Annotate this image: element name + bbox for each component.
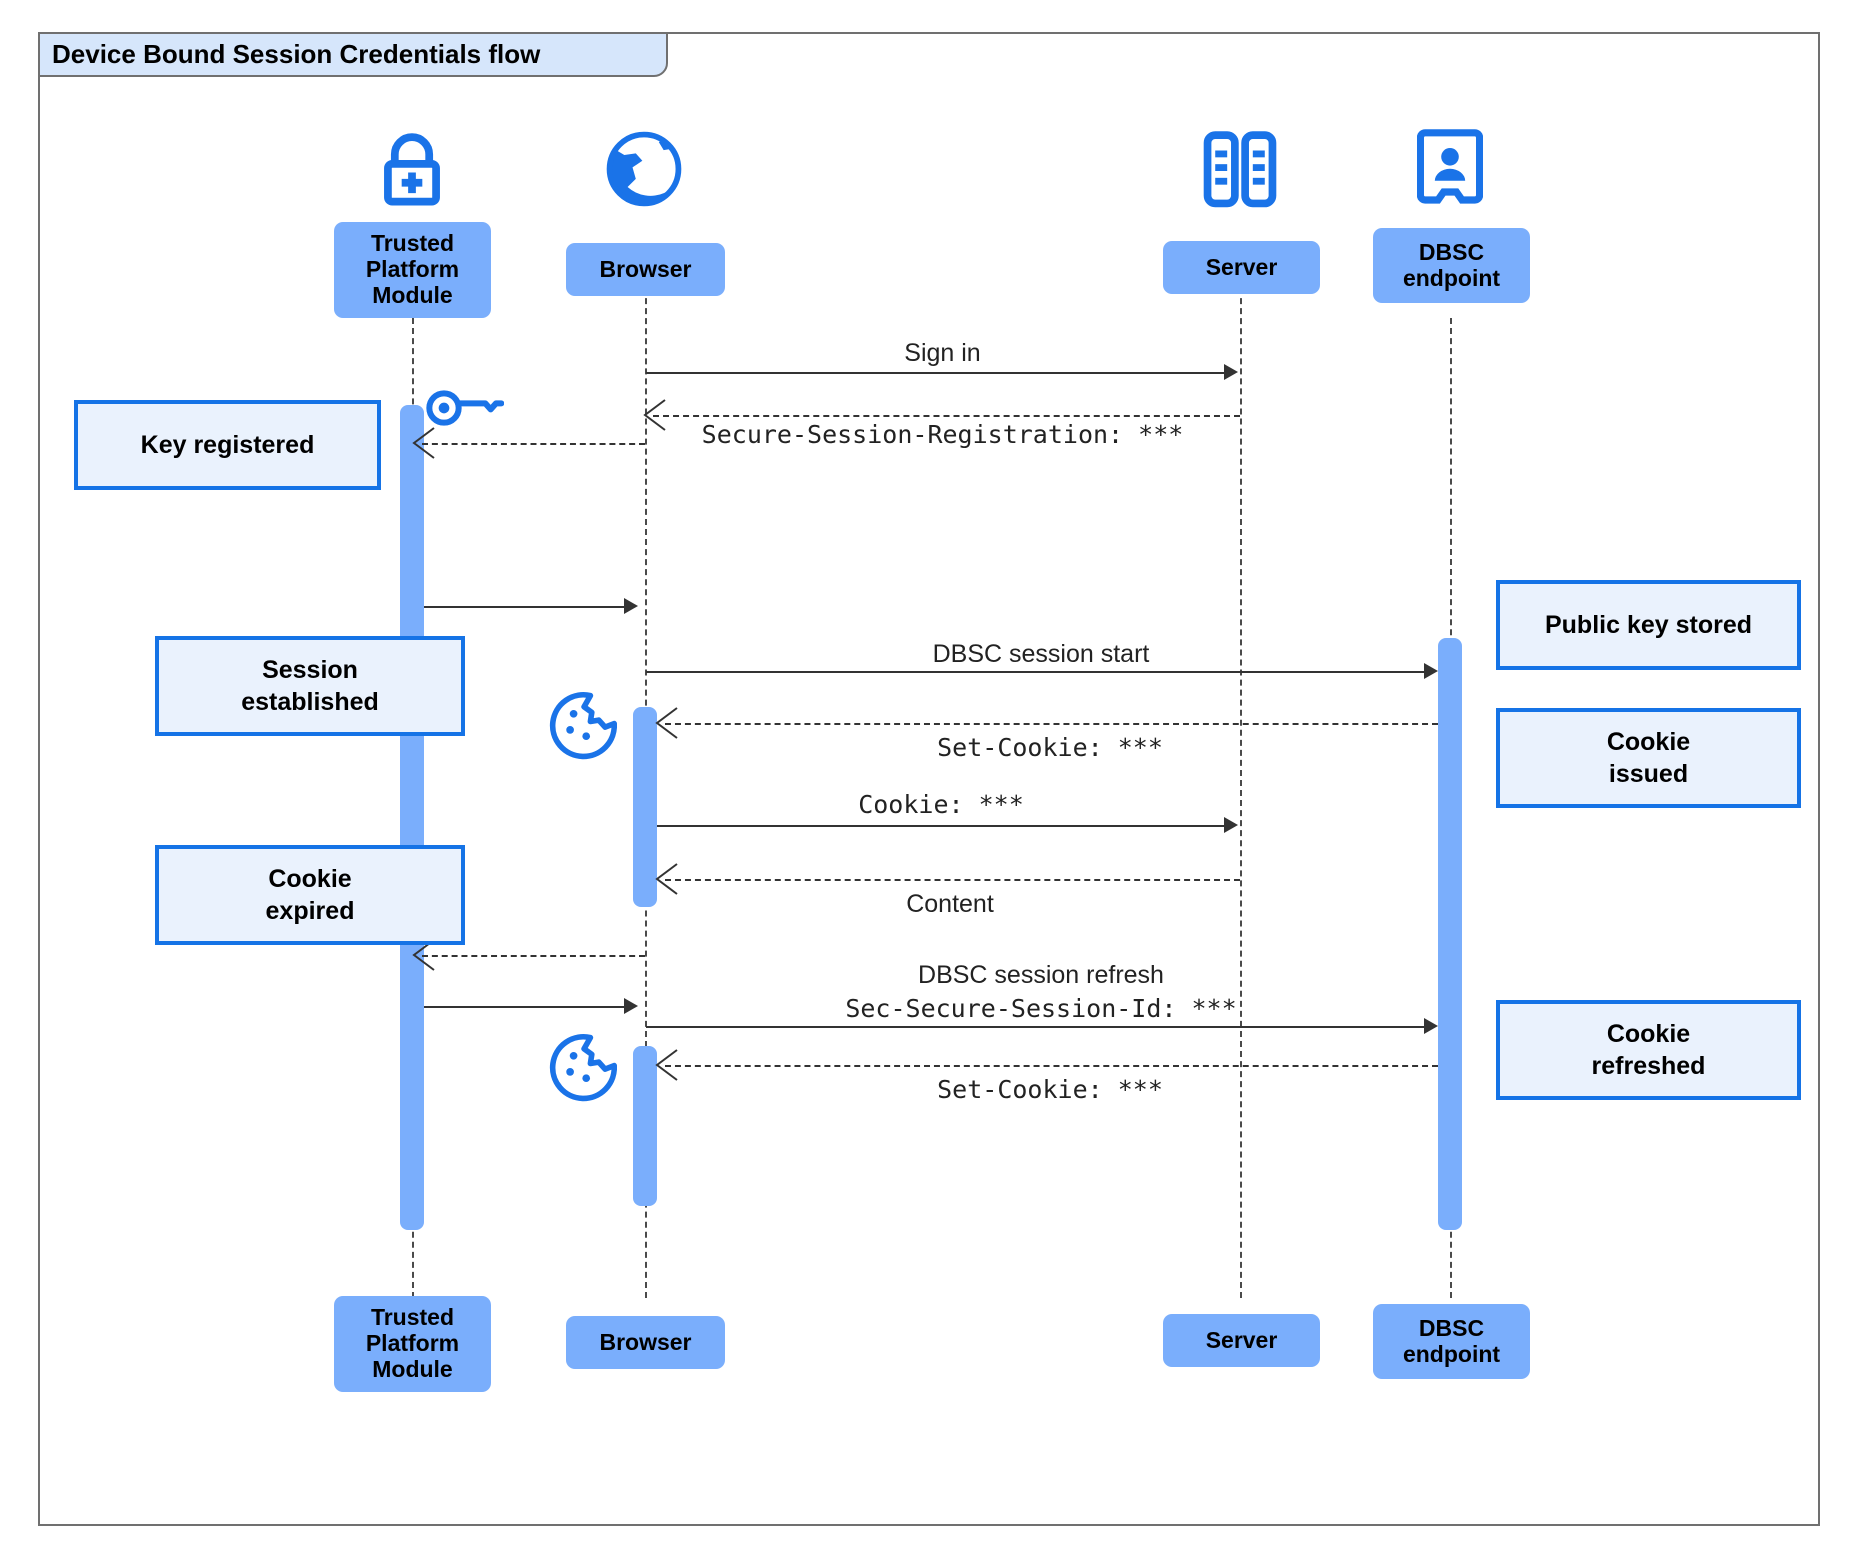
message-arrowhead-secure-session-registration (643, 399, 666, 431)
participant-server-bottom[interactable]: Server (1163, 1314, 1320, 1367)
activation-bar-tpm (400, 405, 424, 1230)
note-cookie-issued-line2: issued (1608, 760, 1689, 788)
note-cookie-issued: Cookie issued (1496, 708, 1801, 808)
note-cookie-expired: Cookie expired (155, 845, 465, 945)
message-label-dbsc-session-refresh: DBSC session refresh (918, 961, 1164, 989)
participant-server-top[interactable]: Server (1163, 241, 1320, 294)
message-line-key-back (424, 606, 624, 608)
message-arrowhead-dbsc-session-start (1424, 663, 1438, 679)
participant-browser-top-label: Browser (599, 255, 692, 282)
message-arrowhead-content (655, 863, 678, 895)
message-arrowhead-cookie (1224, 817, 1238, 833)
message-label-set-cookie-1: Set-Cookie: *** (937, 733, 1163, 762)
message-line-refresh-sign (424, 1006, 624, 1008)
note-cookie-expired-line2: expired (265, 897, 355, 925)
message-label-dbsc-session-start: DBSC session start (932, 640, 1150, 668)
key-icon (424, 382, 505, 434)
note-cookie-refreshed-line1: Cookie (1606, 1020, 1691, 1048)
message-arrowhead-set-cookie-1 (655, 707, 678, 739)
message-label-sign-in: Sign in (904, 339, 981, 367)
message-line-cookie (657, 825, 1224, 827)
note-session-established-line2: established (241, 688, 379, 716)
message-label-secure-session-registration: Secure-Session-Registration: *** (701, 420, 1184, 449)
note-public-key-stored-label: Public key stored (1544, 611, 1753, 639)
note-cookie-refreshed-line2: refreshed (1591, 1052, 1706, 1080)
message-label-cookie: Cookie: *** (858, 790, 1024, 819)
message-line-sign-in (646, 372, 1224, 374)
activation-bar-browser-1 (633, 707, 657, 907)
message-arrowhead-register-key (412, 427, 435, 459)
message-arrowhead-refresh-sign (624, 998, 638, 1014)
lifeline-server (1240, 278, 1242, 1298)
id-badge-icon (1416, 128, 1484, 208)
participant-browser-top[interactable]: Browser (566, 243, 725, 296)
message-line-dbsc-session-refresh (646, 1026, 1424, 1028)
message-arrowhead-key-back (624, 598, 638, 614)
message-line-cookie-expired-notify (422, 955, 645, 957)
note-key-registered-label: Key registered (140, 431, 315, 459)
note-public-key-stored: Public key stored (1496, 580, 1801, 670)
cookie-icon (547, 690, 618, 760)
note-session-established: Session established (155, 636, 465, 736)
participant-server-top-label: Server (1205, 253, 1278, 280)
frame-title-tab: Device Bound Session Credentials flow (38, 32, 668, 77)
server-racks-icon (1197, 130, 1283, 212)
note-cookie-expired-line1: Cookie (268, 865, 352, 893)
message-label-sec-secure-session-id: Sec-Secure-Session-Id: *** (845, 994, 1237, 1023)
message-line-set-cookie-2 (665, 1065, 1438, 1067)
frame-title-text: Device Bound Session Credentials flow (52, 39, 541, 69)
note-session-established-line1: Session (262, 656, 358, 684)
participant-browser-bottom[interactable]: Browser (566, 1316, 725, 1369)
note-cookie-refreshed: Cookie refreshed (1496, 1000, 1801, 1100)
message-line-register-key (422, 443, 645, 445)
message-line-content (665, 879, 1240, 881)
note-cookie-issued-line1: Cookie (1606, 728, 1691, 756)
participant-server-bottom-label: Server (1205, 1326, 1278, 1353)
message-arrowhead-set-cookie-2 (655, 1049, 678, 1081)
message-arrowhead-sign-in (1224, 364, 1238, 380)
activation-bar-browser-2 (633, 1046, 657, 1206)
activation-bar-dbsc (1438, 638, 1462, 1230)
cookie-icon (547, 1032, 618, 1102)
lock-plus-icon (369, 126, 455, 212)
message-label-set-cookie-2: Set-Cookie: *** (937, 1075, 1163, 1104)
globe-icon (603, 128, 685, 210)
message-line-secure-session-registration (653, 415, 1240, 417)
message-label-content: Content (906, 890, 994, 918)
message-arrowhead-cookie-expired-notify (412, 939, 435, 971)
participant-browser-bottom-label: Browser (599, 1328, 692, 1355)
message-arrowhead-dbsc-session-refresh (1424, 1018, 1438, 1034)
message-line-dbsc-session-start (646, 671, 1424, 673)
note-key-registered: Key registered (74, 400, 381, 490)
message-line-set-cookie-1 (665, 723, 1438, 725)
